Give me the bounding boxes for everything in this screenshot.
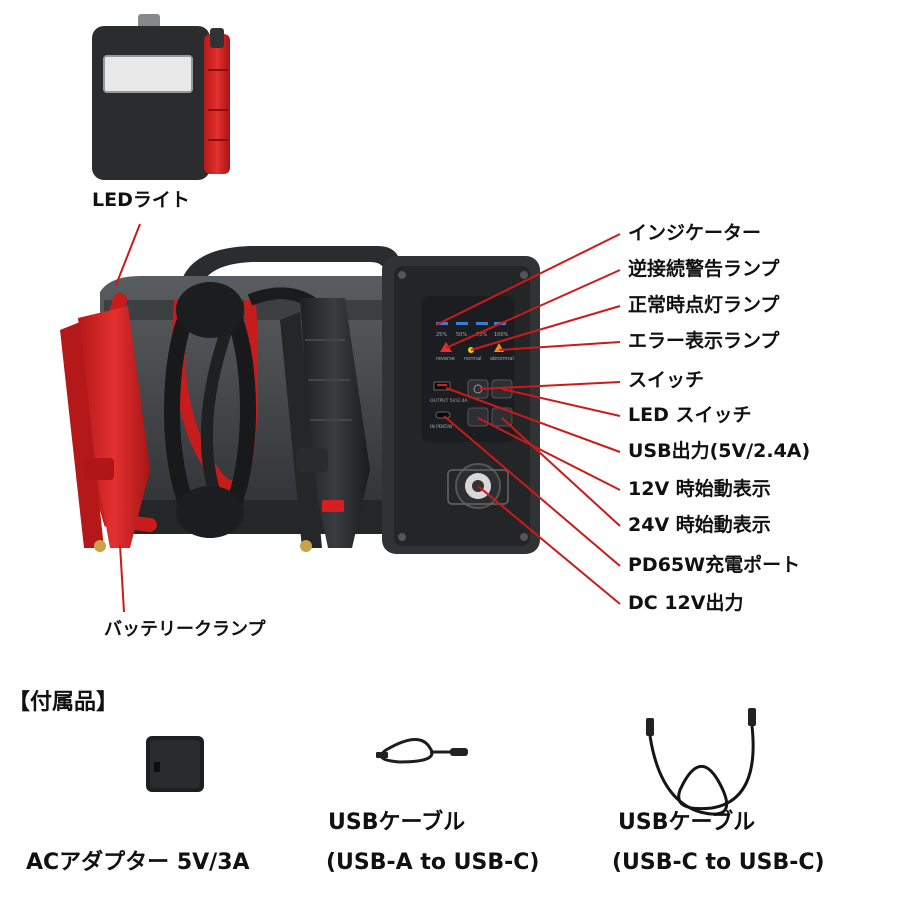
pd-port-label: IN PD65W [430,424,453,430]
callout-error-lamp: エラー表示ランプ [628,330,780,352]
callout-line-12v [477,417,621,491]
callout-line-led-light [115,223,141,286]
callout-led-switch: LED スイッチ [628,404,752,426]
usb-c-cable-title: USBケーブル [618,810,756,835]
usb-a-cable-spec: (USB-A to USB-C) [326,850,540,875]
callout-line-usb [445,387,621,453]
callout-lines [115,223,621,613]
callout-indicator: インジケーター [628,222,762,244]
indicator-level-4: 100% [494,332,509,338]
lamp-label-normal: normal [464,356,482,362]
lamp-label-abnormal: abnormal [490,356,514,362]
callout-line-error-lamp [498,341,621,351]
callout-line-switch [479,381,621,390]
callout-line-pd [443,415,621,567]
callout-dc-output: DC 12V出力 [628,592,744,614]
usb-a-to-c-cable-image [376,738,468,764]
usb-c-cable-spec: (USB-C to USB-C) [612,850,825,875]
indicator-led-3 [476,322,488,325]
callout-line-indicator [435,233,621,326]
battery-clamp-label: バッテリークランプ [104,619,266,640]
indicator-level-3: 75% [476,332,487,338]
pd-charge-port [435,411,451,419]
callout-line-normal-lamp [470,305,621,351]
callout-24v-start: 24V 時始動表示 [628,514,771,536]
accessories-title: 【付属品】 [8,690,119,715]
callout-line-24v [501,417,621,527]
callout-12v-start: 12V 時始動表示 [628,478,771,500]
led-light-device [92,14,230,180]
callout-line-dc [477,485,621,605]
ac-adapter-label: ACアダプター 5V/3A [26,850,250,875]
ac-adapter-image [146,736,204,792]
indicator-level-2: 50% [456,332,467,338]
led-light-label: LEDライト [92,189,190,211]
callout-usb-output: USB出力(5V/2.4A) [628,440,811,462]
usb-c-to-c-cable-image [646,708,756,816]
callout-line-reverse-lamp [445,269,621,349]
indicator-led-2 [456,322,468,325]
callout-pd-port: PD65W充電ポート [628,554,801,576]
battery-clamps [60,282,370,552]
indicator-level-1: 25% [436,332,447,338]
indicator-led-1 [436,322,448,325]
usb-port-label: OUTPUT 5V/2.4A [430,398,468,404]
callout-normal-lamp: 正常時点灯ランプ [628,294,780,316]
callout-line-battery-clamp [119,544,125,613]
callout-line-led-switch [501,388,621,417]
lamp-label-reverse: reverse [436,356,455,362]
callout-reverse-lamp: 逆接続警告ランプ [628,258,780,280]
callout-switch: スイッチ [628,369,705,391]
12v-start-button[interactable] [467,407,489,427]
usb-a-cable-title: USBケーブル [328,810,466,835]
